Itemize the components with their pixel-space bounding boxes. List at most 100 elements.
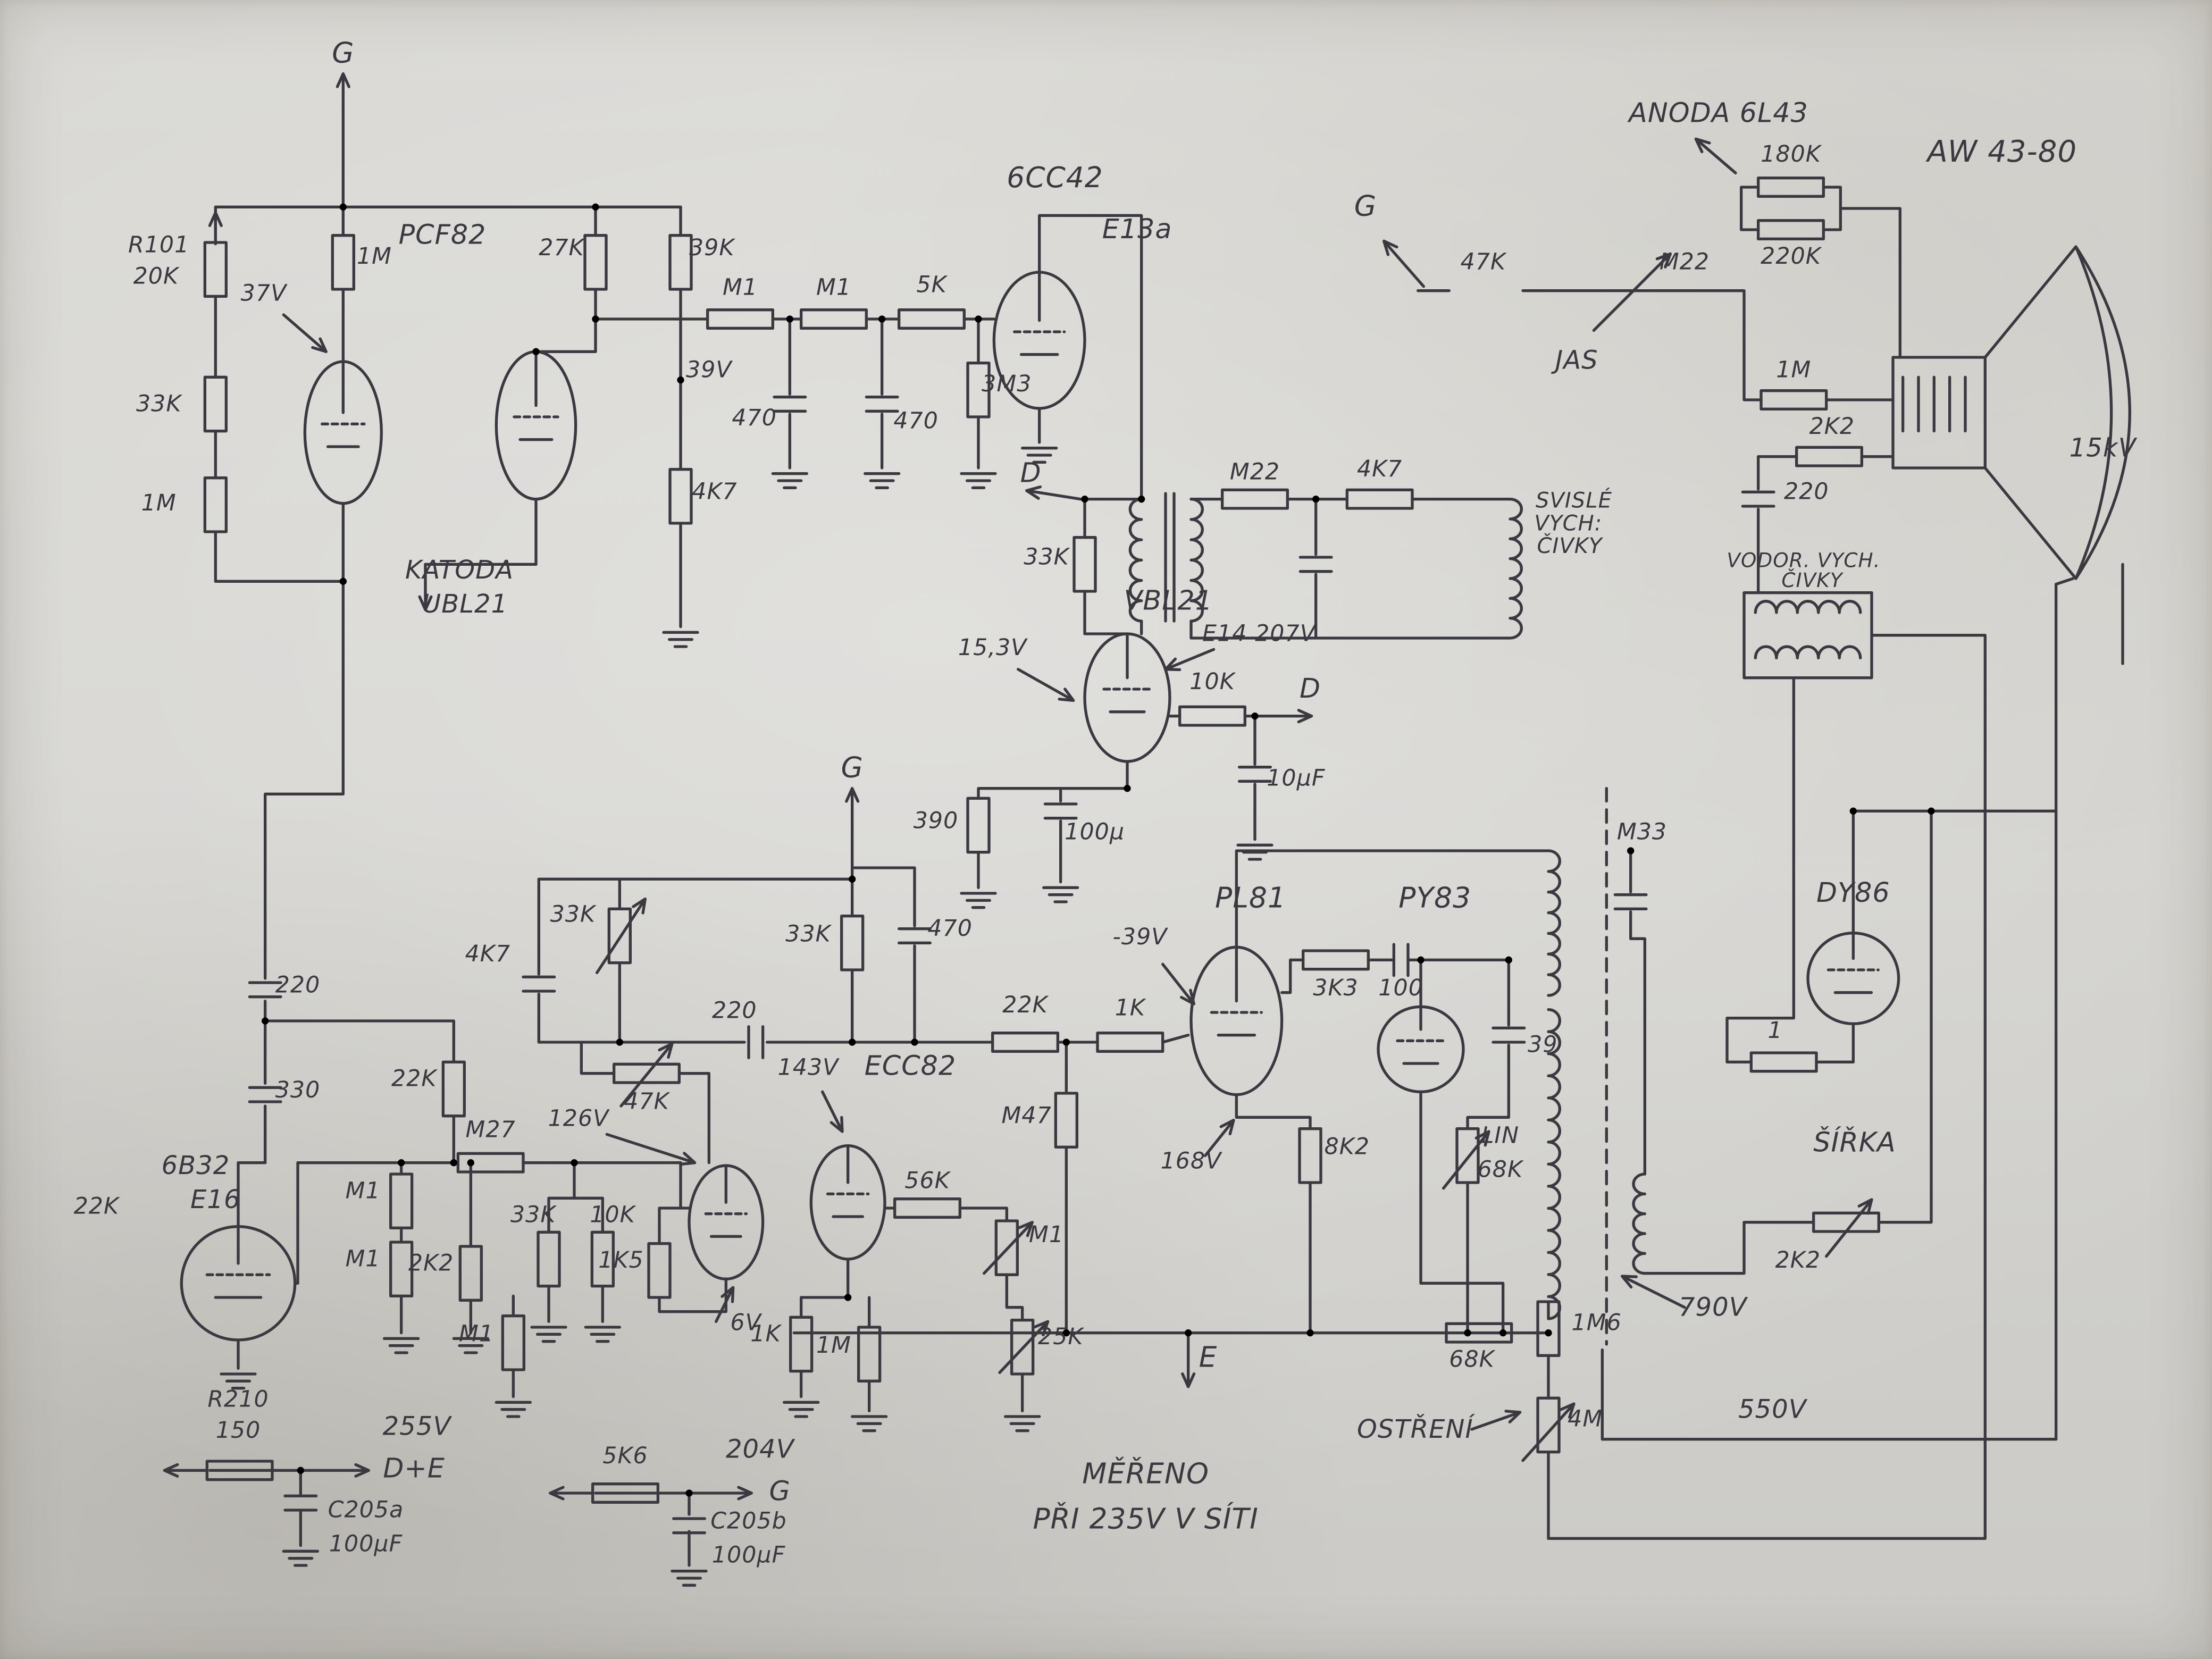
arrow	[690, 1486, 753, 1501]
resistor-symbol	[966, 361, 991, 418]
component-label: 33K	[136, 390, 182, 417]
wire	[1643, 1221, 1815, 1275]
component-label: AW 43-80	[1925, 135, 2077, 169]
resistor-symbol	[668, 467, 693, 525]
component-label: 22K	[74, 1193, 120, 1220]
component-label: 56K	[904, 1168, 951, 1194]
junction-dot	[1505, 956, 1512, 963]
arrow	[1825, 1198, 1873, 1258]
component-label: 1M	[1776, 356, 1811, 383]
wire	[263, 580, 345, 980]
junction-dot	[1627, 847, 1635, 854]
resistor-symbol	[537, 1230, 561, 1288]
resistor-symbol	[668, 234, 693, 291]
component-label: 68K	[1478, 1156, 1524, 1183]
resistor-symbol	[1221, 488, 1289, 510]
junction-dot	[1185, 1329, 1192, 1337]
coil-box	[1742, 591, 1873, 680]
component-label: 220K	[1761, 243, 1822, 270]
junction-dot	[571, 1159, 578, 1167]
junction-dot	[849, 875, 856, 883]
component-label: 33K	[550, 901, 597, 927]
arrow	[1382, 239, 1425, 288]
arrow	[619, 1042, 674, 1108]
resistor-symbol	[706, 308, 774, 330]
wire	[1466, 1043, 1510, 1130]
junction-dot	[616, 1038, 623, 1046]
component-label: LIN	[1481, 1122, 1519, 1149]
component-label: 4K7	[692, 479, 737, 505]
component-label: C205b	[710, 1508, 787, 1535]
resistor-symbol	[590, 1230, 615, 1288]
component-label: M1	[459, 1321, 494, 1347]
component-label: G	[1354, 189, 1377, 222]
wire	[1629, 910, 1646, 1176]
arrow	[1025, 485, 1082, 501]
component-label: 33K	[1024, 543, 1070, 570]
tube-electrode	[326, 360, 360, 448]
resistor-symbol	[1010, 1318, 1035, 1376]
component-label: 220	[275, 972, 321, 999]
wire	[1877, 809, 1933, 1224]
wire	[799, 1258, 850, 1319]
component-label: 204V	[726, 1434, 795, 1464]
junction-dot	[685, 1489, 693, 1497]
arrow	[163, 1463, 208, 1478]
component-label: R210	[207, 1386, 269, 1412]
ground-symbol	[452, 1337, 489, 1354]
resistor-symbol	[1445, 1322, 1513, 1344]
component-label: 1M	[357, 243, 392, 270]
component-label: C205a	[328, 1496, 404, 1523]
resistor-symbol	[1073, 535, 1097, 593]
wire	[294, 1161, 299, 1285]
resistor-symbol	[800, 308, 868, 330]
resistor-symbol	[1298, 1127, 1322, 1184]
component-label: 180K	[1761, 141, 1822, 167]
crt-outline	[2074, 245, 2113, 580]
ground-symbol	[960, 892, 997, 909]
arrow	[1442, 1130, 1490, 1190]
capacitor-symbol	[1492, 1026, 1526, 1044]
junction-dot	[1417, 956, 1425, 963]
arrow	[595, 897, 647, 974]
resistor-symbol	[1455, 1127, 1480, 1184]
component-label: 33K	[785, 921, 832, 948]
arrow	[998, 1320, 1050, 1374]
junction-dot	[1124, 785, 1131, 792]
resistor-symbol	[607, 907, 632, 965]
coil-symbol	[1547, 849, 1561, 997]
wire	[850, 866, 916, 927]
junction-dot	[1545, 1329, 1552, 1337]
component-label: 100	[1378, 975, 1423, 1001]
component-label: D+E	[383, 1453, 445, 1484]
ground-symbol	[1042, 886, 1079, 903]
ground-symbol	[782, 1401, 820, 1418]
component-label: 22K	[391, 1066, 438, 1092]
component-label: 1K5	[598, 1247, 643, 1273]
arrow	[302, 1463, 370, 1478]
junction-dot	[398, 1159, 405, 1167]
junction-dot	[878, 315, 886, 323]
component-label: 25K	[1038, 1323, 1084, 1350]
component-label: M47	[1002, 1102, 1052, 1129]
coil-symbol	[1754, 645, 1862, 659]
component-label: 15kV	[2069, 433, 2138, 463]
component-label: E16	[190, 1185, 241, 1214]
wire	[977, 760, 1129, 800]
resistor-symbol	[898, 308, 966, 330]
resistor-symbol	[1757, 219, 1825, 240]
capacitor-symbol	[283, 1494, 318, 1512]
wire	[1851, 809, 2058, 935]
capacitor-symbol	[1298, 556, 1333, 573]
component-label: 168V	[1161, 1147, 1223, 1174]
component-label: 143V	[778, 1054, 840, 1080]
ground-symbol	[220, 1372, 257, 1390]
resistor-symbol	[893, 1197, 961, 1219]
wire	[263, 1019, 455, 1063]
component-label: -39V	[1112, 924, 1168, 950]
wire	[1161, 1033, 1190, 1044]
component-label: D	[1300, 673, 1321, 704]
wire	[679, 1161, 691, 1210]
wire	[237, 1161, 267, 1228]
component-label: ŠÍŘKA	[1813, 1125, 1896, 1158]
